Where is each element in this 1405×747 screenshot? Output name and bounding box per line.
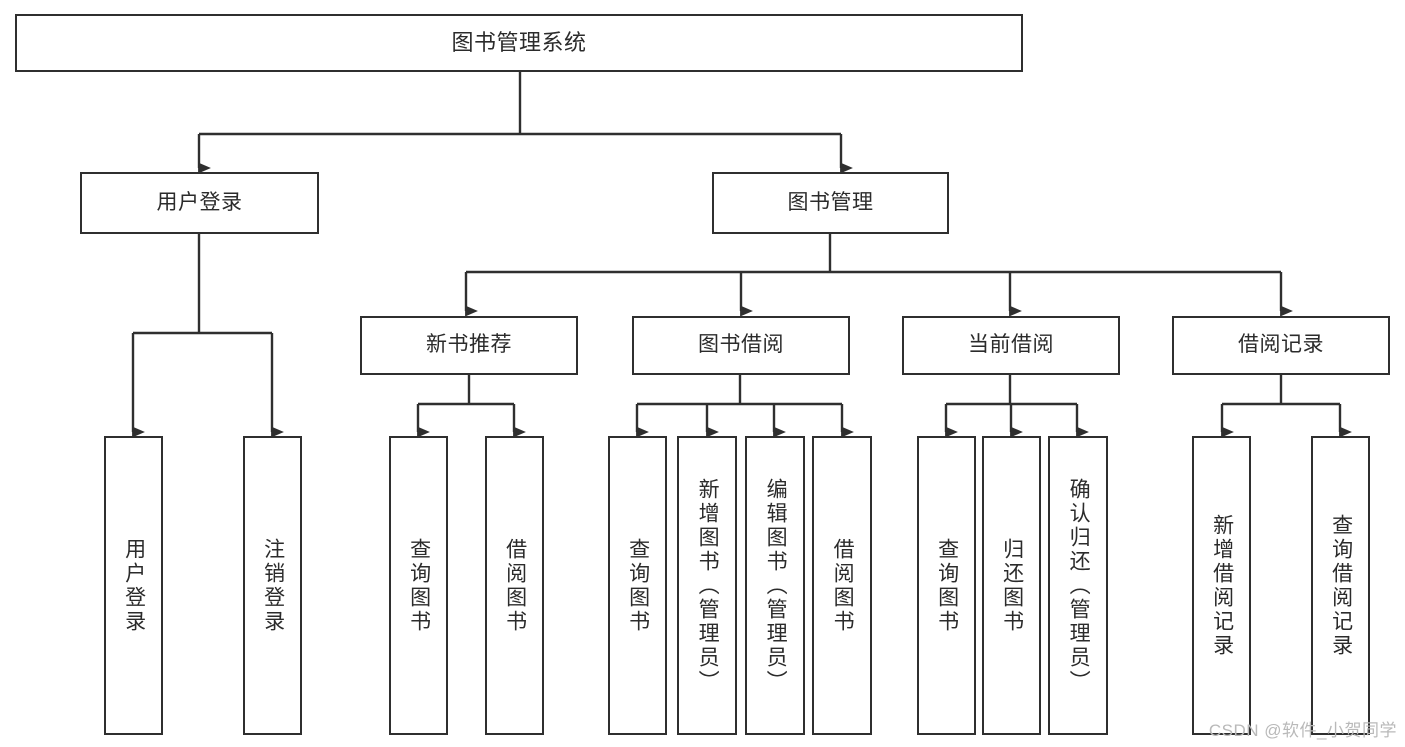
node-label: 当前借阅 xyxy=(968,333,1054,357)
node-current-borrow[interactable]: 当前借阅 xyxy=(902,316,1120,375)
leaf-return-book[interactable]: 归还图书 xyxy=(982,436,1041,735)
node-label: 注销登录 xyxy=(261,537,285,634)
leaf-user-login[interactable]: 用户登录 xyxy=(104,436,163,735)
node-root-book-management-system[interactable]: 图书管理系统 xyxy=(15,14,1023,72)
node-label: 新书推荐 xyxy=(426,333,512,357)
node-label: 图书借阅 xyxy=(698,333,784,357)
leaf-add-borrow-record[interactable]: 新增借阅记录 xyxy=(1192,436,1251,735)
leaf-query-book-recommend[interactable]: 查询图书 xyxy=(389,436,448,735)
node-borrow-record[interactable]: 借阅记录 xyxy=(1172,316,1390,375)
node-label: 确认归还（管理员） xyxy=(1067,477,1091,694)
leaf-borrow-book-recommend[interactable]: 借阅图书 xyxy=(485,436,544,735)
leaf-query-book-borrow[interactable]: 查询图书 xyxy=(608,436,667,735)
leaf-query-borrow-record[interactable]: 查询借阅记录 xyxy=(1311,436,1370,735)
node-label: 编辑图书（管理员） xyxy=(764,477,788,694)
node-label: 借阅图书 xyxy=(503,537,527,634)
node-book-borrow[interactable]: 图书借阅 xyxy=(632,316,850,375)
node-label: 归还图书 xyxy=(1000,537,1024,634)
watermark-text: CSDN @软件_小贺同学 xyxy=(1208,721,1397,740)
node-label: 图书管理系统 xyxy=(451,30,587,56)
node-label: 借阅图书 xyxy=(831,537,855,634)
leaf-logout-login[interactable]: 注销登录 xyxy=(243,436,302,735)
node-label: 查询借阅记录 xyxy=(1329,513,1353,658)
leaf-query-book-current[interactable]: 查询图书 xyxy=(917,436,976,735)
node-label: 查询图书 xyxy=(407,537,431,634)
leaf-edit-book-admin[interactable]: 编辑图书（管理员） xyxy=(745,436,805,735)
node-label: 查询图书 xyxy=(935,537,959,634)
node-new-book-recommend[interactable]: 新书推荐 xyxy=(360,316,578,375)
node-label: 用户登录 xyxy=(122,537,146,634)
node-label: 图书管理 xyxy=(787,190,874,214)
node-label: 借阅记录 xyxy=(1238,333,1324,357)
node-label: 用户登录 xyxy=(156,190,243,214)
node-book-management[interactable]: 图书管理 xyxy=(712,172,949,234)
leaf-add-book-admin[interactable]: 新增图书（管理员） xyxy=(677,436,737,735)
node-label: 新增借阅记录 xyxy=(1210,513,1234,658)
leaf-borrow-book[interactable]: 借阅图书 xyxy=(812,436,872,735)
node-label: 查询图书 xyxy=(626,537,650,634)
node-user-login[interactable]: 用户登录 xyxy=(80,172,319,234)
leaf-confirm-return-admin[interactable]: 确认归还（管理员） xyxy=(1048,436,1108,735)
node-label: 新增图书（管理员） xyxy=(696,477,720,694)
